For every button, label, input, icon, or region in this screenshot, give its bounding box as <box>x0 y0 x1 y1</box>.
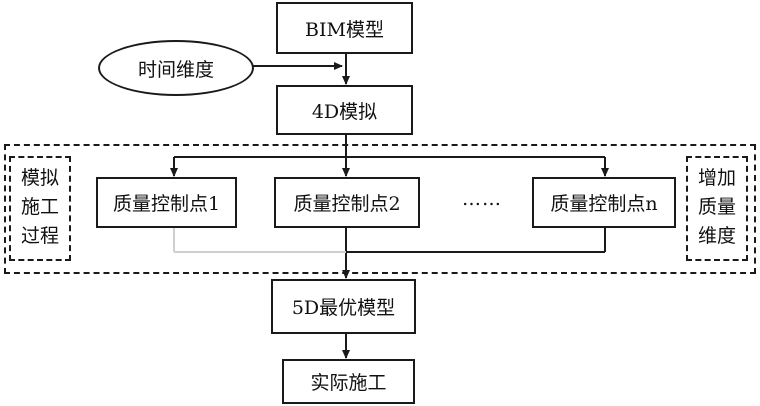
optimal-5d-model-box: 5D最优模型 <box>271 279 416 334</box>
side-label-right-line-3: 维度 <box>697 225 736 247</box>
simulate-construction-process-label: 模拟 施工 过程 <box>9 156 71 261</box>
ellipsis-between-points: …… <box>462 188 502 210</box>
simulation-dashed-panel <box>4 144 756 274</box>
time-dimension-ellipse: 时间维度 <box>98 40 254 96</box>
add-quality-dimension-label: 增加 质量 维度 <box>686 156 748 261</box>
side-label-left-line-2: 施工 <box>20 196 59 218</box>
side-label-right-line-2: 质量 <box>697 196 736 218</box>
actual-construction-box: 实际施工 <box>282 359 415 404</box>
side-label-left-line-1: 模拟 <box>20 167 59 189</box>
quality-control-point-2-box: 质量控制点2 <box>274 177 420 228</box>
quality-control-point-1-box: 质量控制点1 <box>96 177 237 228</box>
bim-model-box: BIM模型 <box>276 2 413 54</box>
quality-control-point-n-box: 质量控制点n <box>532 177 676 228</box>
simulation-4d-box: 4D模拟 <box>276 85 413 135</box>
side-label-right-line-1: 增加 <box>697 167 736 189</box>
side-label-left-line-3: 过程 <box>20 225 59 247</box>
